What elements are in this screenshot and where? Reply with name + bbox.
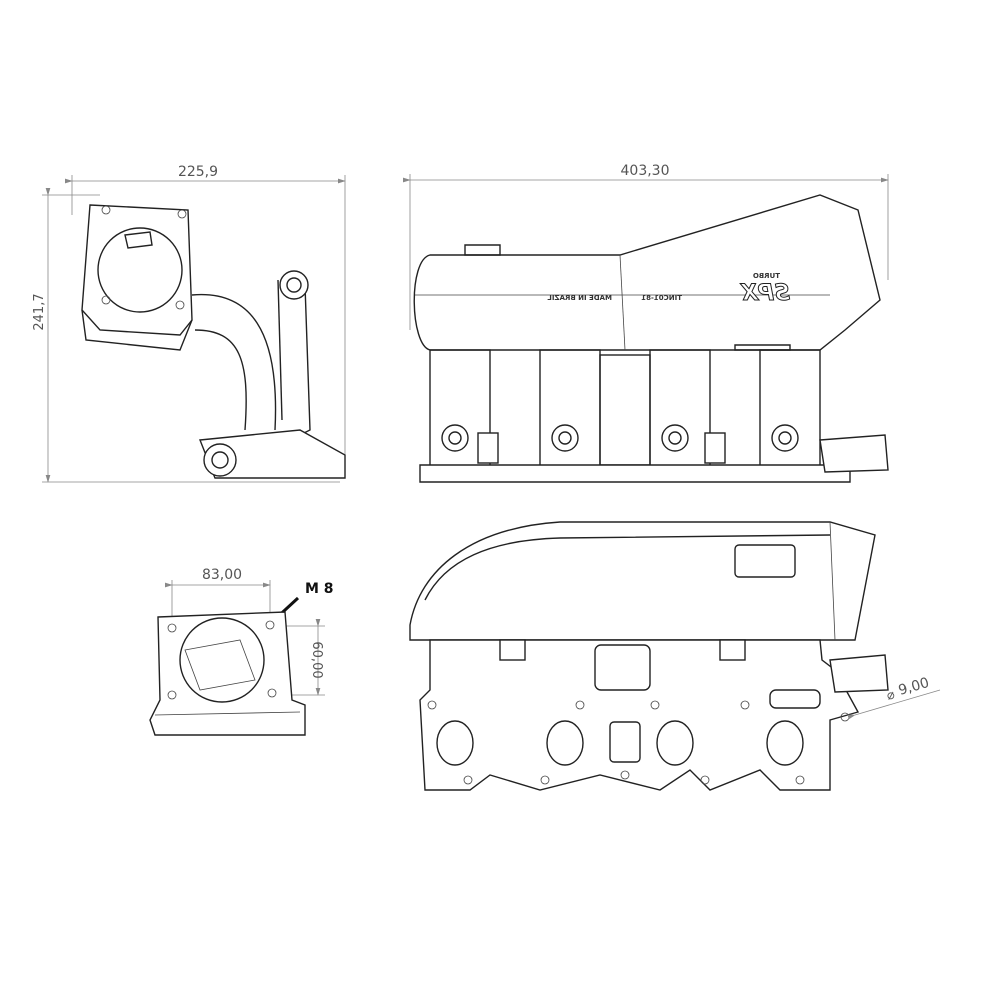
part-number-marking: TINC01-81 bbox=[641, 294, 682, 302]
side-height-label: 241,7 bbox=[32, 293, 47, 330]
flange-view-dimensions: 83,00 60,00 M 8 bbox=[164, 567, 334, 696]
diameter-symbol: ⌀ bbox=[885, 687, 897, 704]
front-width-label: 403,30 bbox=[621, 163, 670, 179]
origin-marking: MADE IN BRAZIL bbox=[547, 294, 612, 302]
thread-label: M 8 bbox=[305, 581, 334, 597]
outlet-diameter-label: 9,00 bbox=[897, 675, 931, 699]
intake-ports bbox=[436, 720, 804, 766]
side-width-label: 225,9 bbox=[178, 164, 218, 180]
top-view bbox=[409, 521, 889, 791]
bolt-holes bbox=[427, 700, 850, 785]
front-view: SPX TURBO MADE IN BRAZIL TINC01-81 bbox=[413, 194, 889, 483]
side-view-dimensions: 225,9 241,7 bbox=[32, 164, 346, 483]
flange-height-label: 60,00 bbox=[309, 641, 324, 678]
flange-view bbox=[149, 611, 306, 736]
flange-width-label: 83,00 bbox=[202, 567, 242, 583]
brand-sub: TURBO bbox=[753, 272, 780, 280]
brand-logo: SPX bbox=[740, 281, 790, 306]
side-view bbox=[81, 204, 346, 479]
front-view-dimensions: 403,30 bbox=[402, 163, 889, 330]
